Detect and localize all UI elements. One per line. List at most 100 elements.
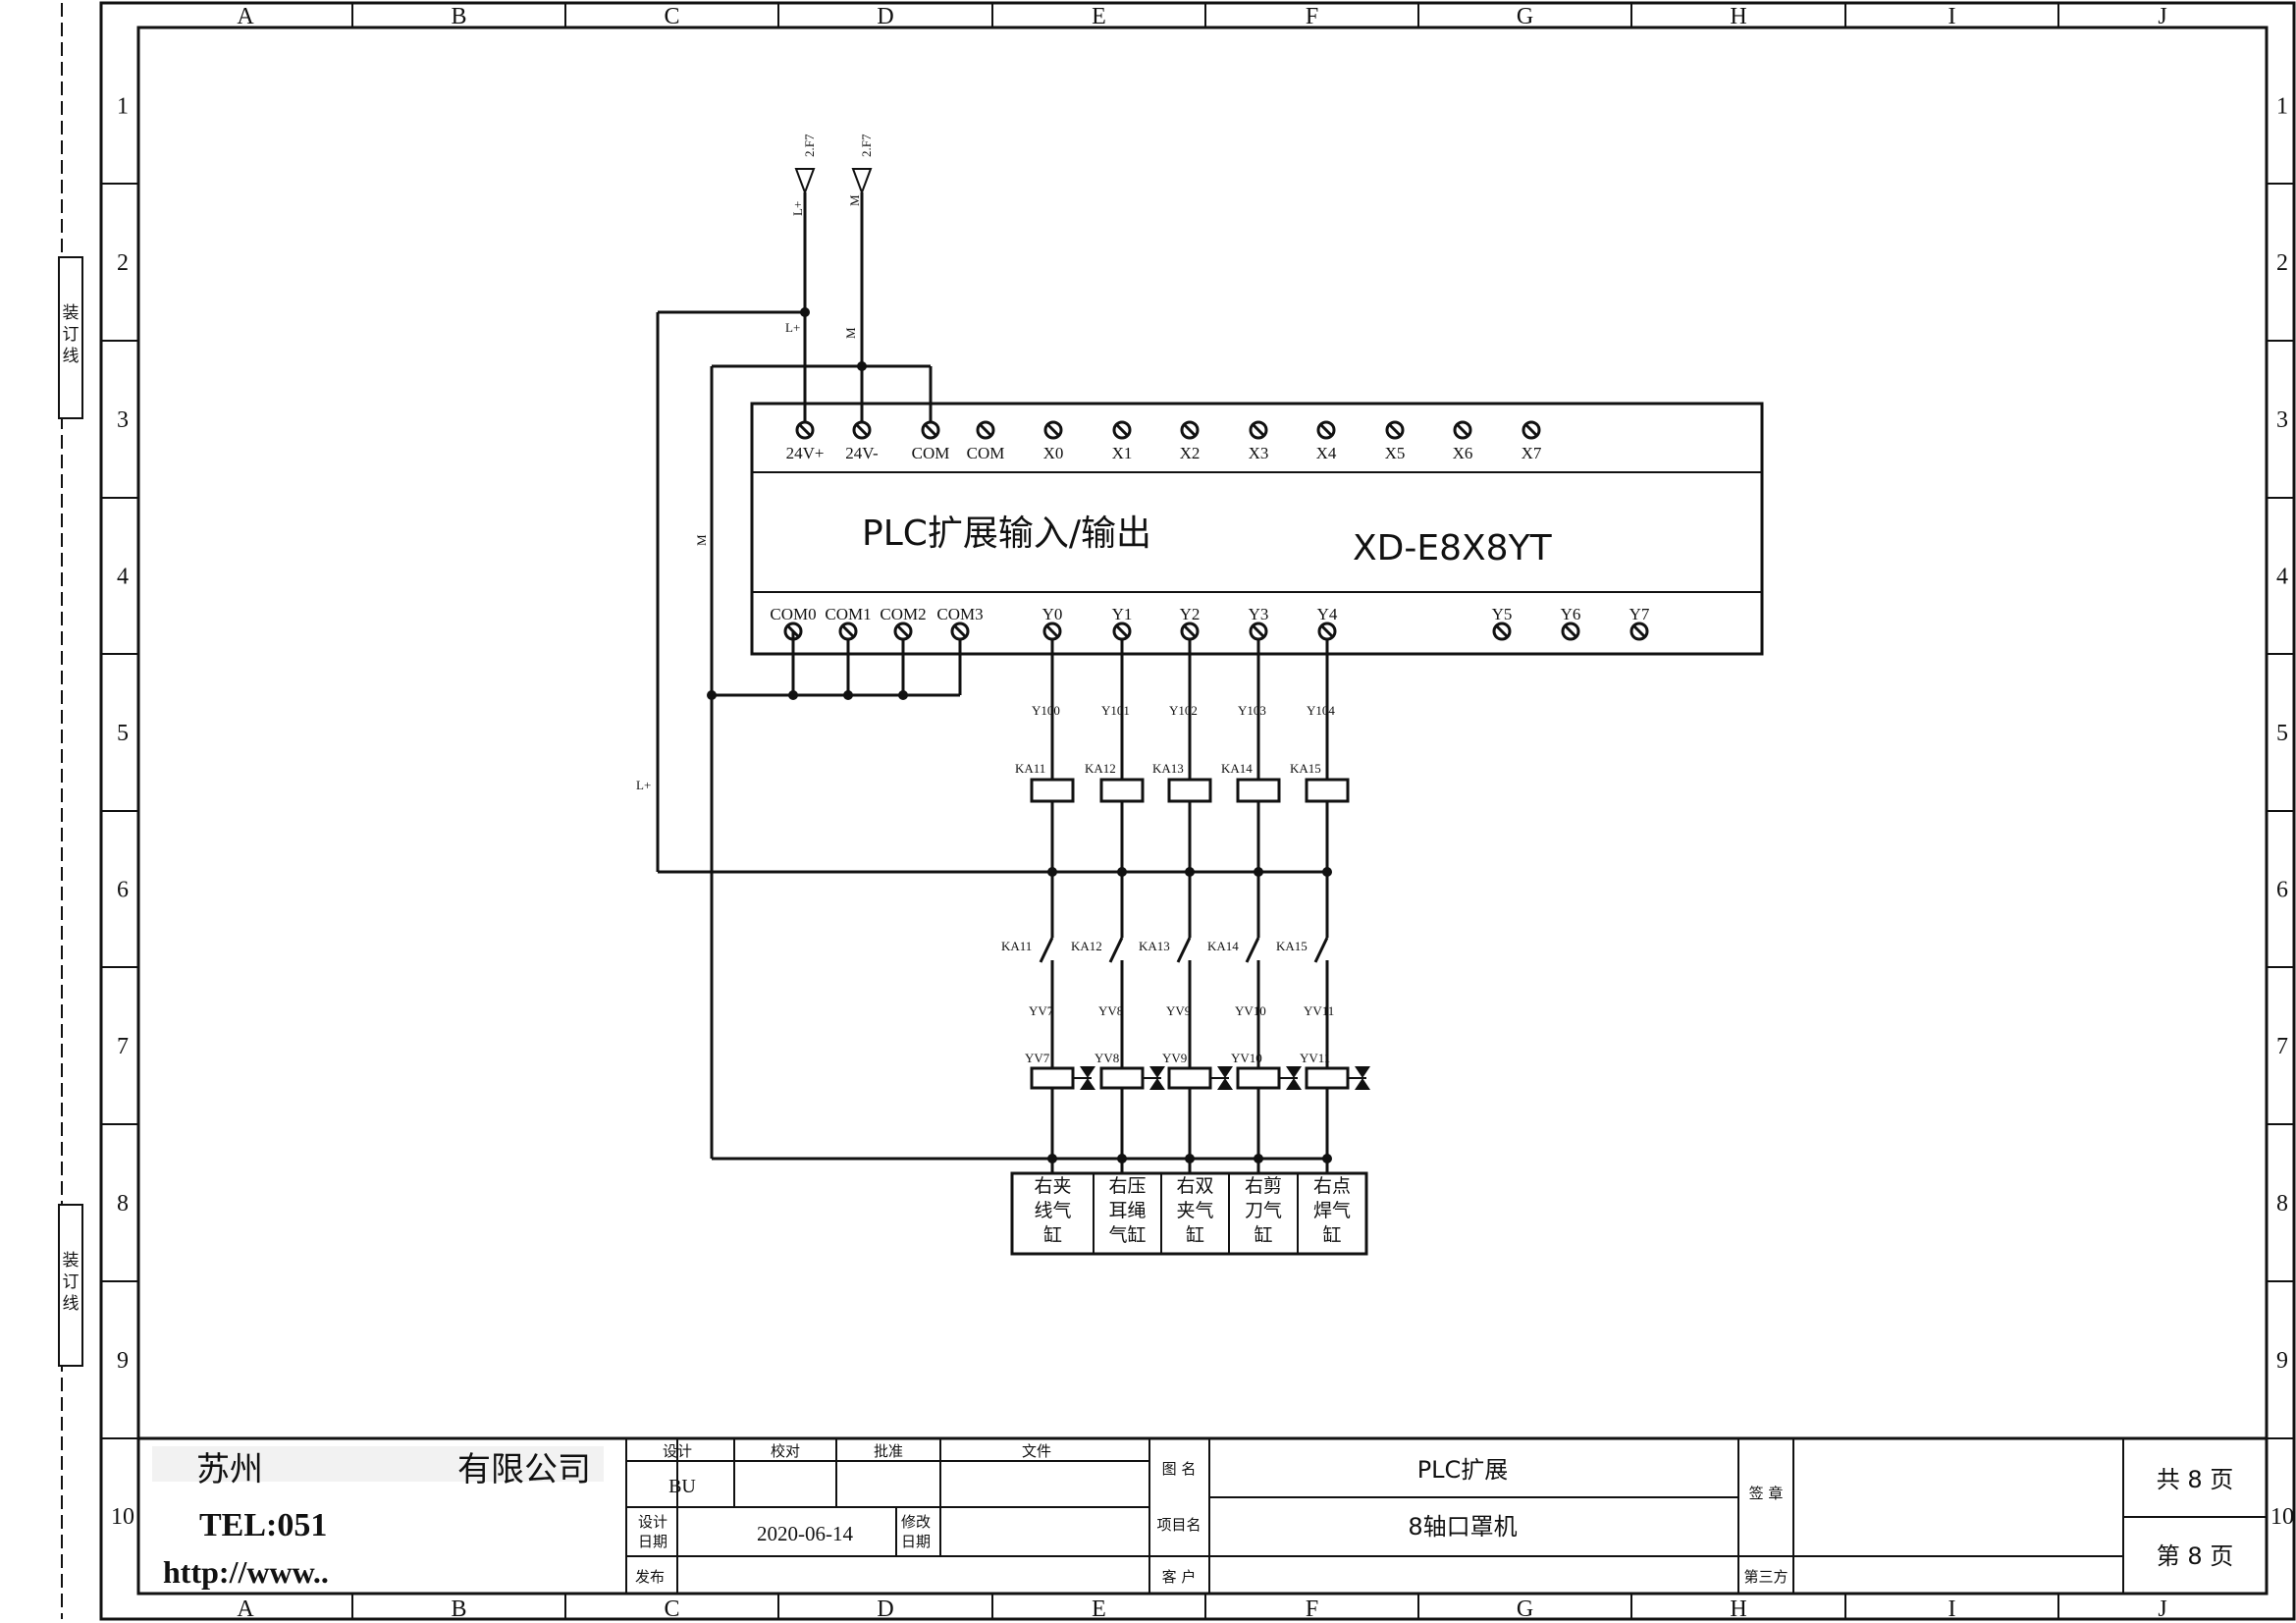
relay-contact-label-5: KA15 bbox=[1276, 939, 1308, 953]
terminal-top-label-5: X0 bbox=[1043, 444, 1064, 462]
grid-row-left-9: 9 bbox=[117, 1348, 129, 1374]
lplus-junction-1 bbox=[1047, 867, 1057, 877]
m-junction-5 bbox=[1322, 1154, 1332, 1163]
terminal-bottom-6 bbox=[1112, 622, 1132, 641]
terminal-bottom-7 bbox=[1180, 622, 1200, 641]
terminal-bottom-12 bbox=[1629, 622, 1649, 641]
company-name: 有限公司 bbox=[457, 1450, 591, 1489]
project-value: 8轴口罩机 bbox=[1408, 1513, 1517, 1541]
binding-char-6: 线 bbox=[63, 1294, 80, 1314]
m-junction-3 bbox=[1185, 1154, 1195, 1163]
relay-coil-2 bbox=[1099, 778, 1145, 803]
load-label-5: 右点焊气缸 bbox=[1313, 1175, 1351, 1246]
terminal-bottom-label-11: Y6 bbox=[1561, 605, 1581, 623]
load-label-3: 右双夹气缸 bbox=[1176, 1175, 1213, 1246]
m-junction-2 bbox=[1117, 1154, 1127, 1163]
grid-row-right-7: 7 bbox=[2276, 1034, 2288, 1059]
solenoid-valve-icon-1 bbox=[1073, 1066, 1095, 1090]
terminal-top-label-7: X2 bbox=[1180, 444, 1201, 462]
valve-label-2: YV8 bbox=[1095, 1051, 1119, 1065]
grid-col-bottom-G: G bbox=[1517, 1596, 1533, 1622]
power-labels: 2.F7 2.F7 L+ M L+ M L+ M bbox=[636, 134, 874, 792]
solenoid-valve-icon-3 bbox=[1210, 1066, 1233, 1090]
valve-label-5: YV11 bbox=[1300, 1051, 1330, 1065]
valve-wire-label-3: YV9 bbox=[1166, 1003, 1191, 1018]
label-design-date-1: 设计 bbox=[638, 1513, 667, 1531]
grid-col-top-J: J bbox=[2158, 4, 2166, 29]
total-pages: 共 8 页 bbox=[2157, 1466, 2234, 1493]
lplus-left-label: L+ bbox=[636, 778, 651, 792]
terminal-top-12 bbox=[1522, 420, 1541, 440]
terminal-top-label-2: 24V- bbox=[845, 444, 879, 462]
label-publish: 发布 bbox=[635, 1568, 665, 1586]
label-check: 校对 bbox=[771, 1442, 800, 1460]
terminal-top-label-8: X3 bbox=[1249, 444, 1269, 462]
terminal-bottom-label-5: Y0 bbox=[1042, 605, 1063, 623]
m-label: M bbox=[847, 194, 862, 206]
label-project: 项目名 bbox=[1156, 1516, 1201, 1534]
grid-row-left-2: 2 bbox=[117, 250, 129, 276]
company-web: http://www.. bbox=[163, 1554, 329, 1590]
terminal-bottom-4 bbox=[950, 622, 970, 641]
lplus-junction-4 bbox=[1254, 867, 1263, 877]
relay-contact-label-2: KA12 bbox=[1071, 939, 1102, 953]
terminal-bottom-label-12: Y7 bbox=[1629, 605, 1650, 623]
grid-row-left-8: 8 bbox=[117, 1191, 129, 1217]
valve-label-3: YV9 bbox=[1162, 1051, 1187, 1065]
grid-row-left-5: 5 bbox=[117, 721, 129, 746]
grid-row-right-6: 6 bbox=[2276, 878, 2288, 903]
terminal-top-5 bbox=[1043, 420, 1063, 440]
load-label-2: 右压耳绳气缸 bbox=[1108, 1175, 1146, 1246]
grid-row-right-5: 5 bbox=[2276, 721, 2288, 746]
terminal-bottom-label-6: Y1 bbox=[1112, 605, 1133, 623]
valve-label-1: YV7 bbox=[1025, 1051, 1050, 1065]
output-wire-label-3: Y102 bbox=[1169, 703, 1198, 718]
grid-col-bottom-B: B bbox=[451, 1596, 466, 1622]
solenoid-valve-icon-4 bbox=[1279, 1066, 1302, 1090]
plc-title: PLC扩展输入/输出 bbox=[862, 514, 1151, 554]
grid-row-left-3: 3 bbox=[117, 407, 129, 433]
binding-char-4: 装 bbox=[63, 1251, 80, 1271]
m-wire-label: M bbox=[843, 327, 858, 339]
grid-row-right-1: 1 bbox=[2276, 94, 2288, 120]
terminal-bottom-3 bbox=[893, 622, 913, 641]
terminal-bottom-9 bbox=[1317, 622, 1337, 641]
relay-coil-label-5: KA15 bbox=[1290, 761, 1321, 776]
terminal-bottom-11 bbox=[1561, 622, 1580, 641]
lplus-junction-2 bbox=[1117, 867, 1127, 877]
solenoid-valve-icon-2 bbox=[1143, 1066, 1165, 1090]
valve-label-4: YV10 bbox=[1231, 1051, 1262, 1065]
company-prefix: 苏州 bbox=[196, 1450, 263, 1489]
solenoid-coil-3 bbox=[1167, 1066, 1212, 1090]
plc-model: XD-E8X8YT bbox=[1353, 528, 1553, 568]
terminal-top-3 bbox=[921, 420, 940, 440]
solenoid-coil-1 bbox=[1030, 1066, 1075, 1090]
label-third-party: 第三方 bbox=[1743, 1568, 1788, 1586]
terminal-top-label-4: COM bbox=[967, 444, 1005, 462]
solenoid-coil-5 bbox=[1305, 1066, 1350, 1090]
lplus-reference: 2.F7 bbox=[802, 134, 817, 157]
terminal-top-11 bbox=[1453, 420, 1472, 440]
grid-row-left-7: 7 bbox=[117, 1034, 129, 1059]
terminal-top-6 bbox=[1112, 420, 1132, 440]
label-drawing-name: 图 名 bbox=[1162, 1460, 1197, 1478]
terminal-top-9 bbox=[1316, 420, 1336, 440]
grid-row-right-3: 3 bbox=[2276, 407, 2288, 433]
grid-row-left-1: 1 bbox=[117, 94, 129, 120]
terminal-bottom-label-7: Y2 bbox=[1180, 605, 1201, 623]
relay-coil-label-1: KA11 bbox=[1015, 761, 1045, 776]
grid-col-bottom-H: H bbox=[1730, 1596, 1746, 1622]
label-revise-date-1: 修改 bbox=[901, 1513, 931, 1531]
solenoid-coil-2 bbox=[1099, 1066, 1145, 1090]
label-sign: 签 章 bbox=[1749, 1485, 1784, 1502]
grid-col-top-G: G bbox=[1517, 4, 1533, 29]
power-junctions bbox=[707, 307, 908, 700]
m-junction-4 bbox=[1254, 1154, 1263, 1163]
drawing-name-value: PLC扩展 bbox=[1417, 1456, 1509, 1484]
